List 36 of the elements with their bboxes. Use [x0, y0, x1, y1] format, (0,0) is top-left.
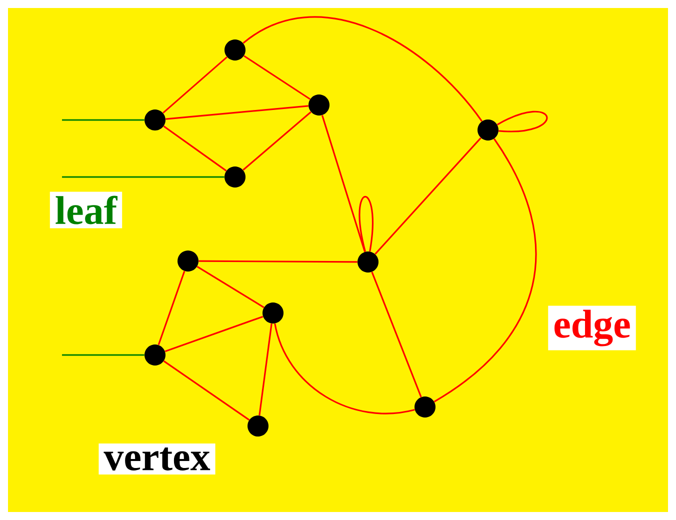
- vertex-dot: [358, 252, 378, 272]
- edge-line: [274, 323, 415, 414]
- label-box: vertex: [98, 444, 216, 474]
- edge-line: [258, 324, 272, 416]
- label-box: leaf: [50, 192, 122, 228]
- edge-line: [163, 360, 250, 421]
- edge-line: [158, 270, 186, 346]
- leaf-edge: [62, 176, 224, 178]
- vertex-dot: [262, 302, 284, 324]
- vertex-dot: [144, 110, 166, 130]
- edge-line: [242, 16, 482, 122]
- vertex-dot: [308, 94, 330, 116]
- edge-line: [371, 272, 422, 398]
- vertex-dot: [478, 120, 498, 140]
- vertex-dot: [224, 40, 246, 60]
- edge-line: [162, 56, 228, 114]
- leaf-edge: [62, 354, 144, 356]
- edge-line: [434, 138, 537, 402]
- edge-line: [166, 105, 308, 120]
- edge-line: [196, 266, 264, 308]
- loop-edge: [496, 110, 548, 132]
- edge-line: [244, 55, 310, 100]
- vertex-dot: [144, 344, 166, 366]
- edge-line: [164, 316, 264, 352]
- edge-line: [321, 114, 366, 252]
- edge-line: [198, 260, 358, 263]
- label-box: edge: [548, 306, 636, 350]
- loop-edge: [358, 196, 374, 252]
- edge-line: [163, 126, 227, 172]
- vertex-dot: [224, 166, 246, 188]
- vertex-dot: [248, 416, 268, 436]
- vertex-dot: [414, 396, 436, 418]
- edge-line: [374, 137, 482, 255]
- edge-line: [242, 111, 312, 171]
- leaf-edge: [62, 119, 144, 121]
- vertex-dot: [178, 250, 198, 272]
